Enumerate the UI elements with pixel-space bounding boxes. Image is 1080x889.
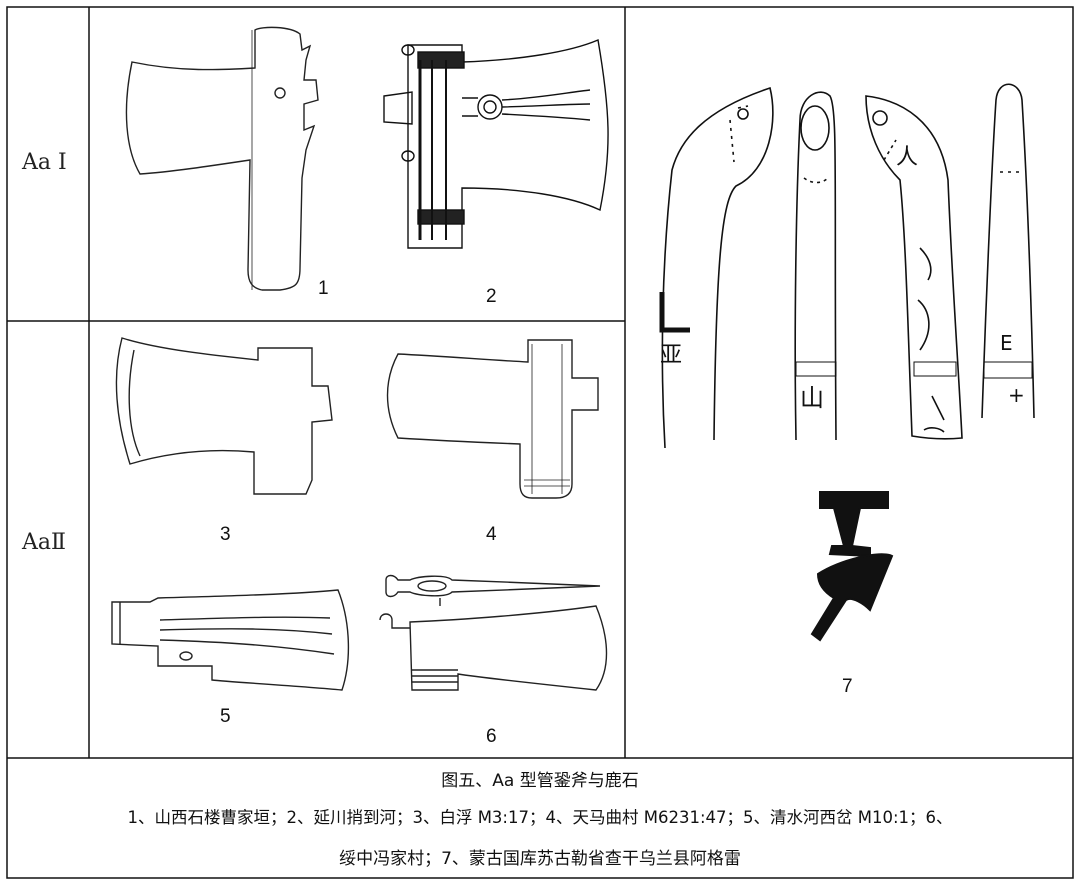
axe-drawing-1 [125, 26, 319, 291]
svg-text:E: E [1000, 331, 1013, 355]
item-number-6: 6 [486, 726, 497, 747]
axe-drawing-6 [379, 574, 608, 691]
svg-text:亚: 亚 [660, 343, 682, 368]
row-label-aa1: Aa Ⅰ [22, 150, 67, 175]
svg-text:+: + [1008, 383, 1025, 407]
svg-text:人: 人 [896, 145, 918, 170]
row-label-aa2: AaⅡ [22, 530, 66, 555]
item-number-1: 1 [318, 278, 329, 299]
deer-stone-symbol [810, 491, 894, 642]
axe-drawing-2 [383, 39, 609, 249]
item-number-7: 7 [842, 676, 853, 697]
figure-caption-line-2: 绥中冯家村；7、蒙古国库苏古勒省查干乌兰县阿格雷 [339, 849, 741, 869]
figure-caption-title: 图五、Aa 型管銎斧与鹿石 [441, 771, 639, 791]
item-number-4: 4 [486, 524, 497, 545]
axe-drawing-4 [386, 339, 599, 499]
deer-stone-drawings: 亚 山 人 E + [659, 83, 1035, 449]
axe-drawing-5 [111, 589, 350, 691]
item-number-2: 2 [486, 286, 497, 307]
item-number-3: 3 [220, 524, 231, 545]
axe-drawing-3 [115, 337, 333, 495]
figure-caption-line-1: 1、山西石楼曹家垣；2、延川捎到河；3、白浮 M3:17；4、天马曲村 M623… [127, 808, 953, 827]
table-grid [6, 6, 1074, 879]
svg-text:山: 山 [800, 384, 824, 412]
item-number-5: 5 [220, 706, 231, 727]
